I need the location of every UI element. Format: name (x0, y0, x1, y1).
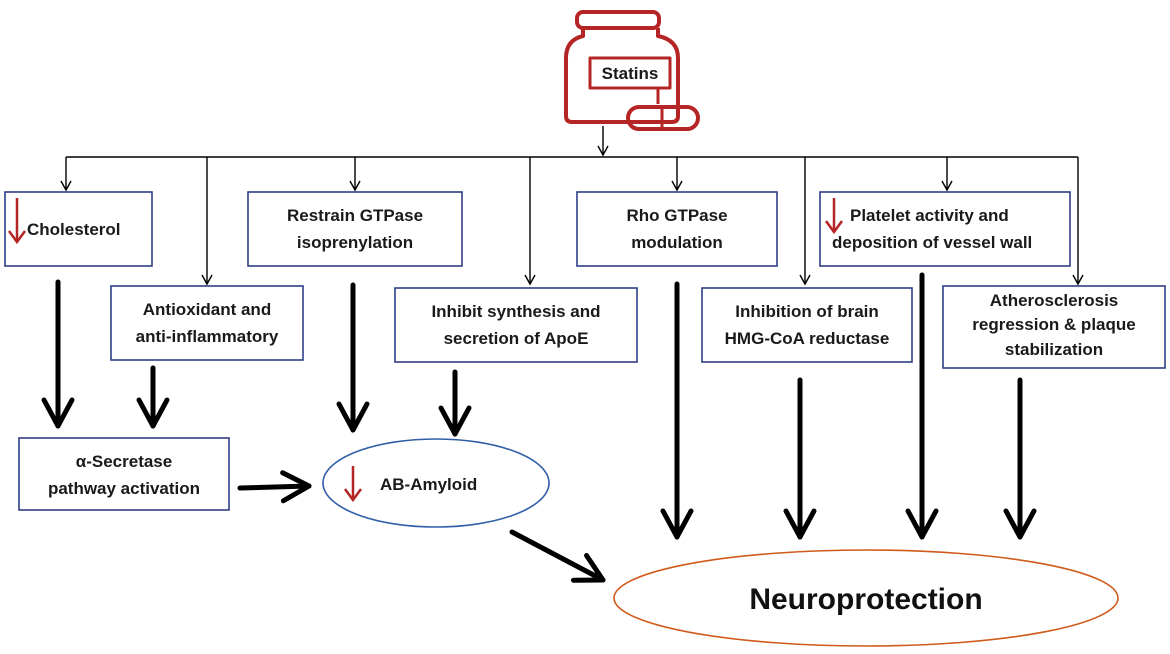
platelet-line-2: deposition of vessel wall (832, 233, 1032, 252)
down-arrow-icon (7, 198, 27, 245)
cholesterol-label: Cholesterol (27, 220, 121, 239)
thick-arrows (41, 272, 1037, 583)
platelet-line-1: Platelet activity and (850, 206, 1009, 225)
atherosclerosis-line-1: Atherosclerosis (990, 291, 1119, 310)
statins-label: Statins (602, 64, 659, 83)
arrow-amyloid-to-neuroprotection (509, 529, 606, 583)
arrow-secretase-to-amyloid (237, 470, 312, 504)
hmg-coa-line-1: Inhibition of brain (735, 302, 879, 321)
secretase-line-2: pathway activation (48, 479, 200, 498)
node-restrain-gtpase: Restrain GTPase isoprenylation (247, 191, 463, 267)
node-platelet: Platelet activity and deposition of vess… (819, 191, 1071, 267)
hmg-coa-line-2: HMG-CoA reductase (725, 329, 890, 348)
ab-amyloid-label: AB-Amyloid (380, 475, 477, 494)
node-ab-amyloid: AB-Amyloid (322, 438, 550, 528)
inhibit-apoe-line-2: secretion of ApoE (444, 329, 589, 348)
node-inhibit-apoe: Inhibit synthesis and secretion of ApoE (394, 287, 638, 363)
atherosclerosis-line-3: stabilization (1005, 340, 1103, 359)
secretase-line-1: α-Secretase (76, 452, 172, 471)
node-secretase: α-Secretase pathway activation (18, 437, 230, 511)
rho-gtpase-line-2: modulation (631, 233, 723, 252)
rho-gtpase-line-1: Rho GTPase (626, 206, 727, 225)
node-cholesterol: Cholesterol (4, 191, 153, 267)
node-hmg-coa: Inhibition of brain HMG-CoA reductase (701, 287, 913, 363)
down-arrow-icon (824, 198, 844, 235)
node-neuroprotection: Neuroprotection (613, 549, 1119, 647)
neuroprotection-label: Neuroprotection (749, 583, 982, 616)
inhibit-apoe-line-1: Inhibit synthesis and (431, 302, 600, 321)
down-arrow-icon (343, 466, 363, 503)
restrain-gtpase-line-2: isoprenylation (297, 233, 413, 252)
node-atherosclerosis: Atherosclerosis regression & plaque stab… (942, 285, 1166, 369)
distribution-connectors (60, 126, 1084, 286)
node-antioxidant: Antioxidant and anti-inflammatory (110, 285, 304, 361)
atherosclerosis-line-2: regression & plaque (972, 315, 1135, 334)
antioxidant-line-2: anti-inflammatory (136, 327, 279, 346)
antioxidant-line-1: Antioxidant and (143, 300, 271, 319)
pill-bottle-icon (564, 10, 700, 131)
restrain-gtpase-line-1: Restrain GTPase (287, 206, 423, 225)
node-rho-gtpase: Rho GTPase modulation (576, 191, 778, 267)
